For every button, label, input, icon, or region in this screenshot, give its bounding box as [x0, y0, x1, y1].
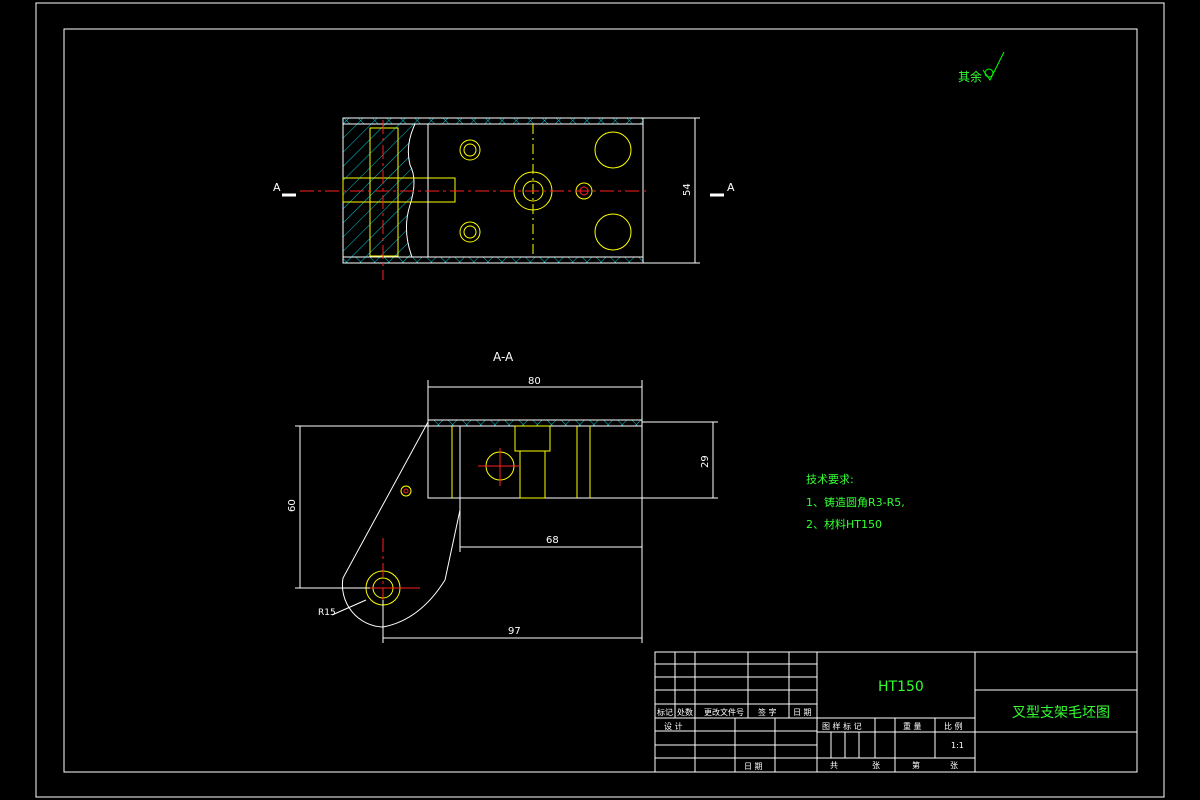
- row-label-date: 日 期: [793, 708, 812, 717]
- drawing-name: 叉型支架毛坯图: [1012, 705, 1110, 721]
- inner-frame: [63, 28, 1138, 773]
- dim-inner-width: 68: [546, 535, 559, 546]
- title-block: 标记 处数 更改文件号 签 字 日 期 设 计 日 期 HT150 图 样 标 …: [654, 651, 1138, 773]
- row-label-mark: 标记: [657, 707, 673, 717]
- material: HT150: [878, 679, 924, 695]
- row-label-count: 处数: [677, 707, 693, 717]
- row-label-signature: 签 字: [758, 707, 777, 717]
- technical-requirements: 技术要求: 1、铸造圆角R3-R5, 2、材料HT150: [806, 473, 905, 531]
- row-label-change-doc: 更改文件号: [704, 707, 744, 717]
- header-drawing-mark: 图 样 标 记: [822, 721, 862, 731]
- tech-req-item-1: 1、铸造圆角R3-R5,: [806, 495, 905, 509]
- header-scale: 比 例: [944, 721, 963, 731]
- date-label: 日 期: [744, 762, 763, 771]
- tech-req-item-2: 2、材料HT150: [806, 517, 882, 531]
- section-view: A-A 80 29 60: [287, 350, 718, 643]
- top-view: A A 54: [273, 117, 735, 280]
- scale-value: 1:1: [951, 741, 964, 750]
- tech-req-title: 技术要求:: [806, 473, 854, 486]
- design-label: 设 计: [664, 721, 683, 731]
- surface-finish-note: 其余: [958, 69, 982, 84]
- arm-outline: [341, 421, 461, 628]
- sheet-no-label: 第: [912, 760, 920, 770]
- dim-total-width: 97: [508, 626, 521, 637]
- sheet-no-unit: 张: [950, 761, 958, 770]
- section-marker-right: A: [727, 181, 735, 194]
- dim-section-height-left: 60: [287, 499, 298, 512]
- section-marker-left: A: [273, 181, 281, 194]
- sheet-total-label: 共: [830, 761, 838, 770]
- dim-top-height: 54: [682, 183, 693, 196]
- dim-section-height-right: 29: [700, 455, 711, 468]
- dim-section-top-width: 80: [528, 376, 541, 387]
- surface-finish-symbol: 其余: [958, 51, 1005, 84]
- sheet-total-unit: 张: [872, 761, 880, 770]
- dim-radius: R15: [318, 608, 336, 618]
- outer-frame: [35, 2, 1165, 798]
- header-weight: 重 量: [903, 721, 922, 731]
- section-view-label: A-A: [493, 350, 514, 364]
